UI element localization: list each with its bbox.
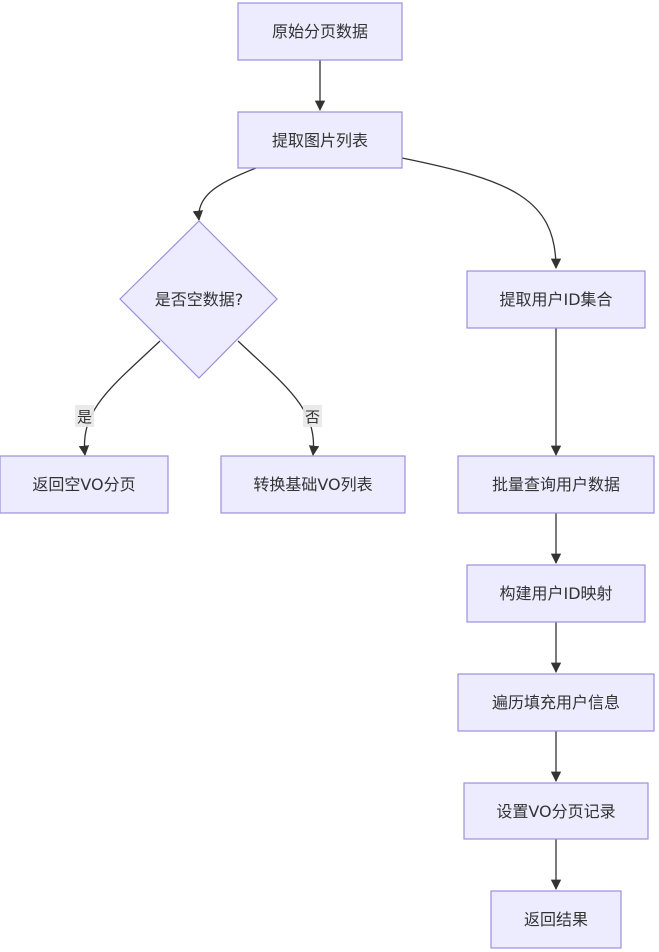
edge-label-yes-text: 是 [77, 408, 92, 426]
node-batch-query-users: 批量查询用户数据 [457, 455, 655, 514]
edge-extract-to-userids [401, 157, 562, 270]
node-build-user-id-map-label: 构建用户ID映射 [499, 584, 612, 603]
edge-label-no-text: 否 [305, 408, 320, 426]
node-extract-user-ids-label: 提取用户ID集合 [499, 290, 612, 309]
node-build-user-id-map: 构建用户ID映射 [466, 564, 646, 623]
edge-decision-no [237, 340, 320, 457]
node-convert-base-vo-list: 转换基础VO列表 [220, 455, 406, 514]
node-return-result: 返回结果 [490, 890, 622, 949]
node-fill-user-info: 遍历填充用户信息 [457, 673, 655, 732]
edge-label-no: 否 [303, 405, 322, 427]
edge-label-yes: 是 [75, 405, 94, 427]
node-return-empty-vo-page: 返回空VO分页 [0, 455, 169, 514]
node-raw-page-data-label: 原始分页数据 [272, 22, 368, 41]
node-fill-user-info-label: 遍历填充用户信息 [492, 693, 620, 712]
node-extract-picture-list-label: 提取图片列表 [272, 131, 368, 150]
node-extract-user-ids: 提取用户ID集合 [466, 270, 646, 329]
node-set-vo-page-records: 设置VO分页记录 [463, 782, 649, 840]
node-convert-base-vo-list-label: 转换基础VO列表 [253, 475, 372, 494]
edge-extract-to-decision [192, 167, 257, 222]
node-is-empty-decision: 是否空数据? [119, 220, 278, 379]
node-batch-query-users-label: 批量查询用户数据 [492, 475, 620, 494]
node-is-empty-decision-label: 是否空数据? [155, 290, 244, 309]
node-extract-picture-list: 提取图片列表 [237, 111, 403, 169]
node-set-vo-page-records-label: 设置VO分页记录 [496, 802, 615, 821]
node-raw-page-data: 原始分页数据 [237, 2, 403, 61]
node-return-result-label: 返回结果 [524, 910, 588, 929]
node-return-empty-vo-page-label: 返回空VO分页 [32, 475, 135, 494]
edge-decision-yes [78, 340, 161, 457]
